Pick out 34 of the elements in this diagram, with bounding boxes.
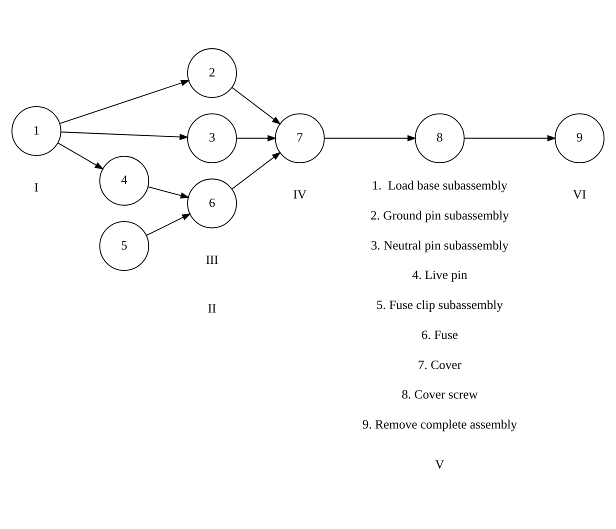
arrow — [232, 151, 281, 189]
arrow — [324, 134, 417, 141]
arrow — [464, 134, 556, 141]
label: III — [206, 252, 218, 266]
node-circle: 5 — [99, 220, 150, 270]
label: 5. Fuse clip subassembly — [376, 298, 504, 312]
node-circle: 7 — [274, 112, 325, 163]
label: 8. Cover screw — [402, 387, 478, 402]
label: IV — [293, 187, 307, 202]
label: 9. Remove complete assembly — [362, 417, 518, 432]
label: 6. Fuse — [421, 327, 458, 342]
label: 7. Cover — [418, 357, 462, 372]
arrow — [146, 212, 192, 236]
label: V — [435, 456, 444, 471]
node-circle: 1 — [12, 106, 62, 156]
label: II — [208, 301, 216, 316]
arrow — [236, 134, 277, 141]
arrow — [232, 86, 281, 124]
label: I — [34, 180, 39, 194]
arrow — [58, 142, 104, 170]
node-circle: 9 — [554, 112, 604, 163]
label: 1. Load base subassembly — [372, 178, 508, 192]
node-circle: 3 — [187, 112, 237, 163]
arrow — [148, 186, 190, 198]
node-circle: 4 — [99, 155, 150, 206]
label: 4. Live pin — [412, 268, 468, 282]
arrow — [60, 131, 189, 140]
label: 3. Neutral pin subassembly — [370, 238, 509, 252]
label: VI — [572, 187, 586, 202]
node-circle: 6 — [187, 178, 237, 228]
label: 2. Ground pin subassembly — [370, 208, 509, 222]
arrow — [60, 79, 190, 124]
node-circle: 2 — [187, 48, 237, 98]
node-circle: 8 — [414, 112, 465, 163]
